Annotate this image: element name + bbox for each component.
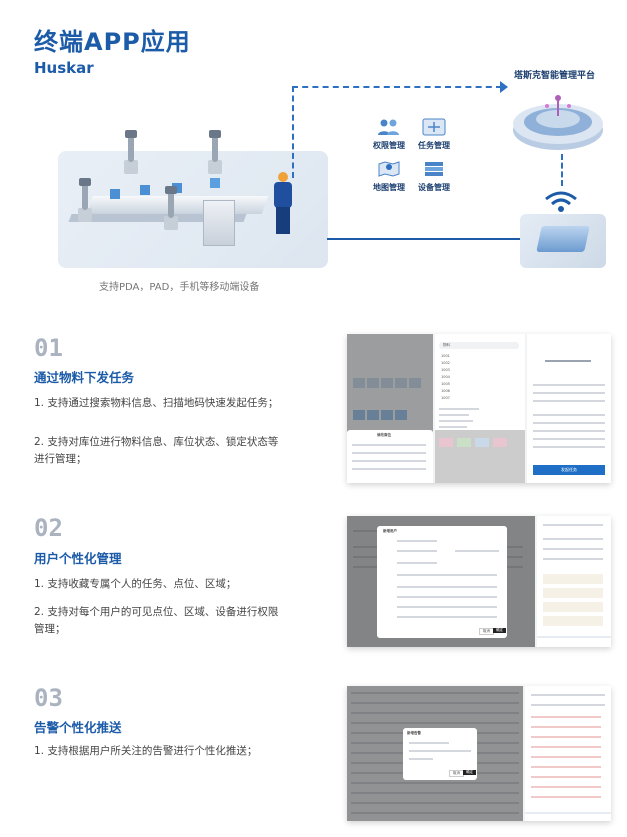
robot-arm-icon	[78, 178, 92, 222]
submit-task-button[interactable]: 发起任务	[533, 465, 605, 475]
search-input[interactable]: 物料	[443, 343, 450, 347]
connection-line	[561, 154, 563, 186]
device-icon	[421, 159, 447, 179]
robot-arm-icon	[208, 130, 222, 174]
section-item: 1. 支持收藏专属个人的任务、点位、区域；	[34, 578, 237, 590]
section-item: 1. 支持通过搜索物料信息、扫描地码快速发起任务；	[34, 397, 279, 409]
arrow-right-icon	[500, 81, 508, 93]
section-title: 用户个性化管理	[34, 551, 122, 566]
screenshot-alarm-push: 新增告警 取消 确定	[347, 686, 611, 821]
confirm-button[interactable]: 确定	[463, 770, 476, 775]
feature-map: 地图管理	[364, 159, 414, 193]
dialog-title: 新增用户	[383, 529, 397, 533]
dialog-title: 新增告警	[407, 731, 421, 735]
section-title: 通过物料下发任务	[34, 370, 135, 385]
server-icon	[536, 226, 590, 252]
page-subtitle: Huskar	[34, 59, 94, 77]
cancel-button[interactable]: 取消	[479, 628, 494, 635]
storage-cabinet	[203, 200, 235, 246]
section-title: 告警个性化推送	[34, 720, 122, 735]
robot-arm-icon	[124, 130, 138, 174]
feature-device: 设备管理	[409, 159, 459, 193]
feature-label: 地图管理	[373, 183, 405, 192]
hero-caption: 支持PDA，PAD，手机等移动端设备	[99, 282, 260, 293]
robot-arm-icon	[164, 186, 178, 230]
screenshot-user-management: 新增用户 取消 确定	[347, 516, 611, 647]
cargo-box	[210, 178, 220, 188]
section-number: 01	[34, 334, 63, 362]
confirm-button[interactable]: 确定	[493, 628, 506, 633]
platform-title: 塔斯克智能管理平台	[514, 71, 596, 81]
wifi-icon	[544, 191, 578, 213]
section-item: 2. 支持对库位进行物料信息、库位状态、锁定状态等进行管理；	[34, 436, 279, 465]
platform-illustration	[511, 86, 606, 154]
cargo-box	[140, 185, 150, 195]
feature-permission: 权限管理	[364, 117, 414, 151]
feature-label: 设备管理	[418, 183, 450, 192]
screenshot-material-task: 修改库位 物料 1001 1002 1003 1004 1005 1006 10…	[347, 334, 611, 483]
feature-task: 任务管理	[409, 117, 459, 151]
cancel-button[interactable]: 取消	[449, 770, 464, 777]
section-item: 2. 支持对每个用户的可见点位、区域、设备进行权限管理；	[34, 606, 279, 635]
cargo-box	[110, 189, 120, 199]
page-title: 终端APP应用	[34, 28, 191, 56]
section-item: 1. 支持根据用户所关注的告警进行个性化推送；	[34, 745, 258, 757]
section-number: 02	[34, 514, 63, 542]
connection-line	[292, 86, 294, 178]
users-icon	[376, 117, 402, 137]
worker-figure	[271, 172, 295, 234]
task-icon	[421, 117, 447, 137]
dialog-title: 修改库位	[377, 433, 391, 437]
section-number: 03	[34, 684, 63, 712]
connection-line	[327, 238, 525, 240]
feature-label: 权限管理	[373, 141, 405, 150]
cargo-box	[172, 183, 182, 193]
feature-label: 任务管理	[418, 141, 450, 150]
map-icon	[376, 159, 402, 179]
connection-line	[292, 86, 502, 88]
